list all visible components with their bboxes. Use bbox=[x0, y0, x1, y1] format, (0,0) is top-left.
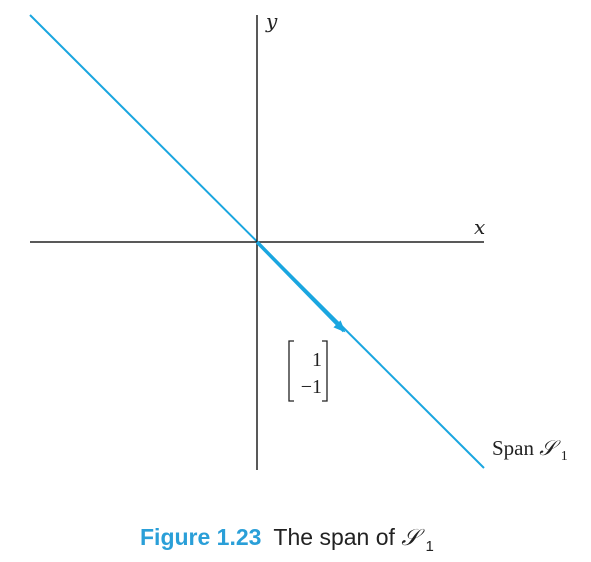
span-label-subscript: 1 bbox=[561, 449, 568, 464]
caption-text: The span of bbox=[273, 524, 401, 550]
caption-set: 𝒮 bbox=[401, 525, 425, 551]
figure-number: Figure 1.23 bbox=[140, 524, 261, 550]
matrix-right-bracket bbox=[322, 340, 328, 402]
vector-top-entry: 1 bbox=[312, 349, 322, 371]
matrix-left-bracket bbox=[288, 340, 294, 402]
vector-arrow bbox=[255, 240, 346, 333]
x-axis-label: x bbox=[474, 215, 485, 239]
y-axis-label: y bbox=[265, 9, 278, 33]
span-label: Span 𝒮 1 bbox=[492, 436, 568, 464]
vector-matrix: 1 −1 bbox=[288, 340, 328, 402]
span-label-text: Span bbox=[492, 436, 539, 460]
caption-subscript: 1 bbox=[425, 538, 433, 555]
figure-caption: Figure 1.23 The span of 𝒮 1 bbox=[140, 524, 434, 555]
vector-bottom-entry: −1 bbox=[301, 376, 322, 398]
span-label-set: 𝒮 bbox=[539, 436, 561, 460]
